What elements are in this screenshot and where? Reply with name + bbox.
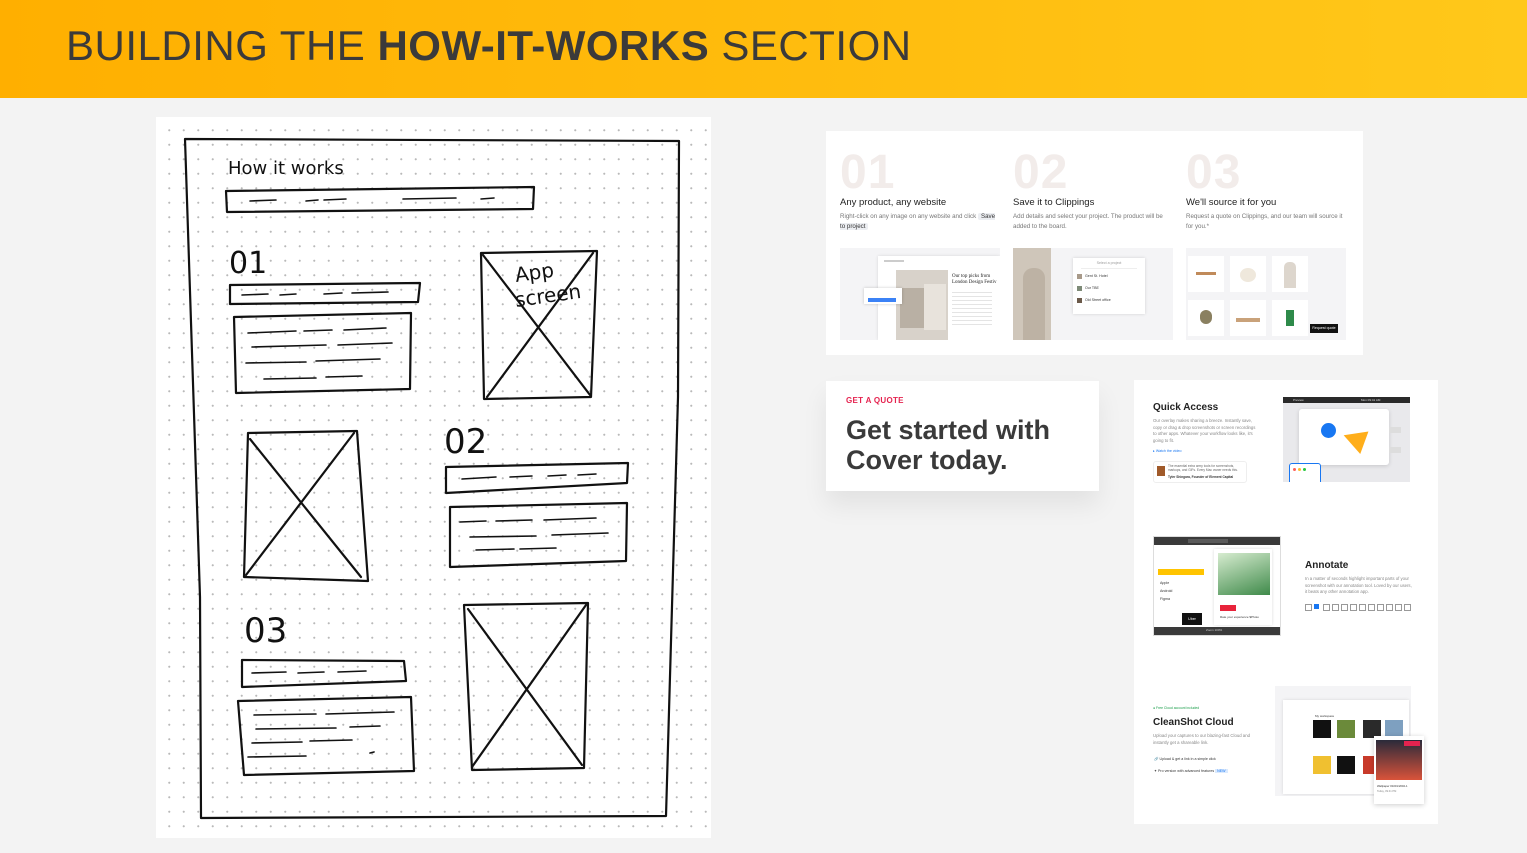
card-caption: Wallpaper #1001/2002-1: [1377, 784, 1408, 788]
feature-quick-access-desc: Our overlay makes sharing a breeze. Inst…: [1153, 418, 1256, 443]
annotate-tag: Figma: [1160, 597, 1170, 601]
wireframe-drawing: How it works 01 App screen 02 03: [183, 137, 681, 820]
testimonial: The essential extra army tools for scree…: [1153, 461, 1247, 483]
cloud-bullet-text: Upload & get a link in a simple click: [1159, 757, 1216, 761]
annotate-tag: Android: [1160, 589, 1173, 593]
heading-bar: [224, 185, 536, 214]
overlay-thumbnail: [1289, 463, 1321, 482]
menubar-app: Preview: [1293, 398, 1304, 402]
project-row: Gent St. Hotel: [1085, 274, 1108, 278]
cloud-bullet: 🔗 Upload & get a link in a simple click: [1154, 757, 1216, 761]
step-2-description: Add details and select your project. The…: [1013, 213, 1163, 230]
cloud-pill: ● Free Cloud account included: [1153, 706, 1200, 710]
wireframe-sketch: How it works 01 App screen 02 03: [156, 117, 711, 838]
frame-outline: [183, 137, 681, 820]
page-title: BUILDING THE HOW-IT-WORKS SECTION: [66, 22, 912, 70]
annotate-screenshot: Apple Android Figma Uber Rate your exper…: [1153, 536, 1281, 636]
watch-video-label: Watch the video: [1155, 449, 1182, 453]
project-row: Old Street office: [1085, 298, 1111, 302]
title-suffix: SECTION: [709, 22, 912, 69]
card-meta: Today, 09:41 PM: [1377, 790, 1397, 793]
step-1-description: Right-click on any image on any website …: [840, 212, 1000, 232]
request-quote-button[interactable]: Request quote: [1310, 324, 1338, 333]
menubar-clock: Mon 09:41 AM: [1361, 398, 1381, 402]
step-2-number: 02: [1013, 146, 1069, 199]
gallery-title: My workspace: [1315, 714, 1335, 718]
step3-text-block: [236, 695, 416, 777]
project-picker: Select a project Gent St. Hotel Our TBE …: [1073, 258, 1145, 314]
quote-eyebrow: GET A QUOTE: [846, 396, 904, 405]
sketch-label-app: App: [513, 258, 555, 287]
step1-text-block: [232, 311, 413, 395]
features-card: Quick Access Our overlay makes sharing a…: [1134, 380, 1438, 824]
product-tile: [1188, 256, 1224, 292]
product-tile: [1230, 256, 1266, 292]
feature-cloud-title: CleanShot Cloud: [1153, 717, 1234, 728]
step-3-description: Request a quote on Clippings, and our te…: [1186, 213, 1343, 230]
step-1-desc-text: Right-click on any image on any website …: [840, 213, 977, 220]
cloud-bullet-text: Pro version with advanced features: [1158, 769, 1215, 773]
banner: BUILDING THE HOW-IT-WORKS SECTION: [0, 0, 1527, 98]
sketch-step-3: 03: [244, 611, 287, 651]
step3-image-placeholder: [462, 601, 590, 772]
cloud-pill-text: Free Cloud account included: [1156, 706, 1200, 710]
annotate-toolbar: [1305, 604, 1413, 611]
project-row: Our TBE: [1085, 286, 1099, 290]
quick-access-screenshot: Preview Mon 09:41 AM: [1283, 397, 1410, 482]
step-3-title: We'll source it for you: [1186, 197, 1277, 208]
watch-video-link[interactable]: ▸ Watch the video: [1153, 449, 1182, 453]
step2-image-placeholder: [242, 429, 370, 583]
testimonial-text: The essential extra army tools for scree…: [1168, 464, 1238, 472]
step-2-thumbnail: Select a project Gent St. Hotel Our TBE …: [1013, 248, 1173, 340]
thumb-article-title: Our top picks from London Design Festiv: [952, 274, 997, 285]
shared-card: Wallpaper #1001/2002-1 Today, 09:41 PM: [1374, 736, 1424, 804]
product-tile: [1230, 300, 1266, 336]
how-it-works-card: 01 Any product, any website Right-click …: [826, 131, 1363, 355]
zoom-indicator: Zoom 100%: [1206, 628, 1223, 632]
heading-bar-lines: [249, 197, 495, 202]
product-tile: [1272, 300, 1308, 336]
sketch-step-2: 02: [444, 422, 487, 462]
step-2-title: Save it to Clippings: [1013, 197, 1095, 208]
cloud-bullet: ✦ Pro version with advanced features NEW: [1154, 769, 1228, 773]
product-tile: [1272, 256, 1308, 292]
step1-title-bar: [228, 281, 422, 306]
title-prefix: BUILDING THE: [66, 22, 378, 69]
step-1-thumbnail: Our top picks from London Design Festiv: [840, 248, 1000, 340]
quote-headline: Get started with Cover today.: [846, 415, 1051, 475]
feature-annotate-desc: In a matter of seconds highlight importa…: [1305, 576, 1412, 594]
uber-badge: Uber: [1182, 613, 1202, 625]
sketch-step-1: 01: [229, 246, 267, 281]
step2-title-bar: [444, 461, 630, 495]
product-tile: [1188, 300, 1224, 336]
illustration: [1218, 553, 1270, 595]
new-badge: NEW: [1215, 769, 1228, 773]
step-1-number: 01: [840, 146, 896, 199]
app-screen-x: [481, 251, 595, 399]
step-3-thumbnail: Request quote: [1186, 248, 1346, 340]
step3-title-bar: [240, 658, 408, 689]
title-highlight: HOW-IT-WORKS: [377, 22, 710, 69]
step2-text-block: [448, 501, 629, 569]
sketch-heading: How it works: [228, 158, 344, 179]
annotate-tag: Apple: [1160, 581, 1170, 585]
get-a-quote-card: GET A QUOTE Get started with Cover today…: [826, 381, 1099, 491]
testimonial-author: Tyler Shingara, Founder of Element Capit…: [1168, 475, 1234, 479]
annotate-caption: Rate your experience $Photo: [1220, 615, 1259, 619]
feature-quick-access-title: Quick Access: [1153, 402, 1219, 413]
step-3-number: 03: [1186, 146, 1242, 199]
feature-cloud-desc: Upload your captures to our blazing-fast…: [1153, 733, 1250, 745]
feature-annotate-title: Annotate: [1305, 560, 1349, 571]
step-1-title: Any product, any website: [840, 197, 947, 208]
context-menu-highlight: [868, 298, 896, 302]
project-search: Select a project: [1081, 261, 1137, 269]
avatar: [1157, 466, 1165, 476]
app-screen-placeholder: [479, 249, 599, 401]
